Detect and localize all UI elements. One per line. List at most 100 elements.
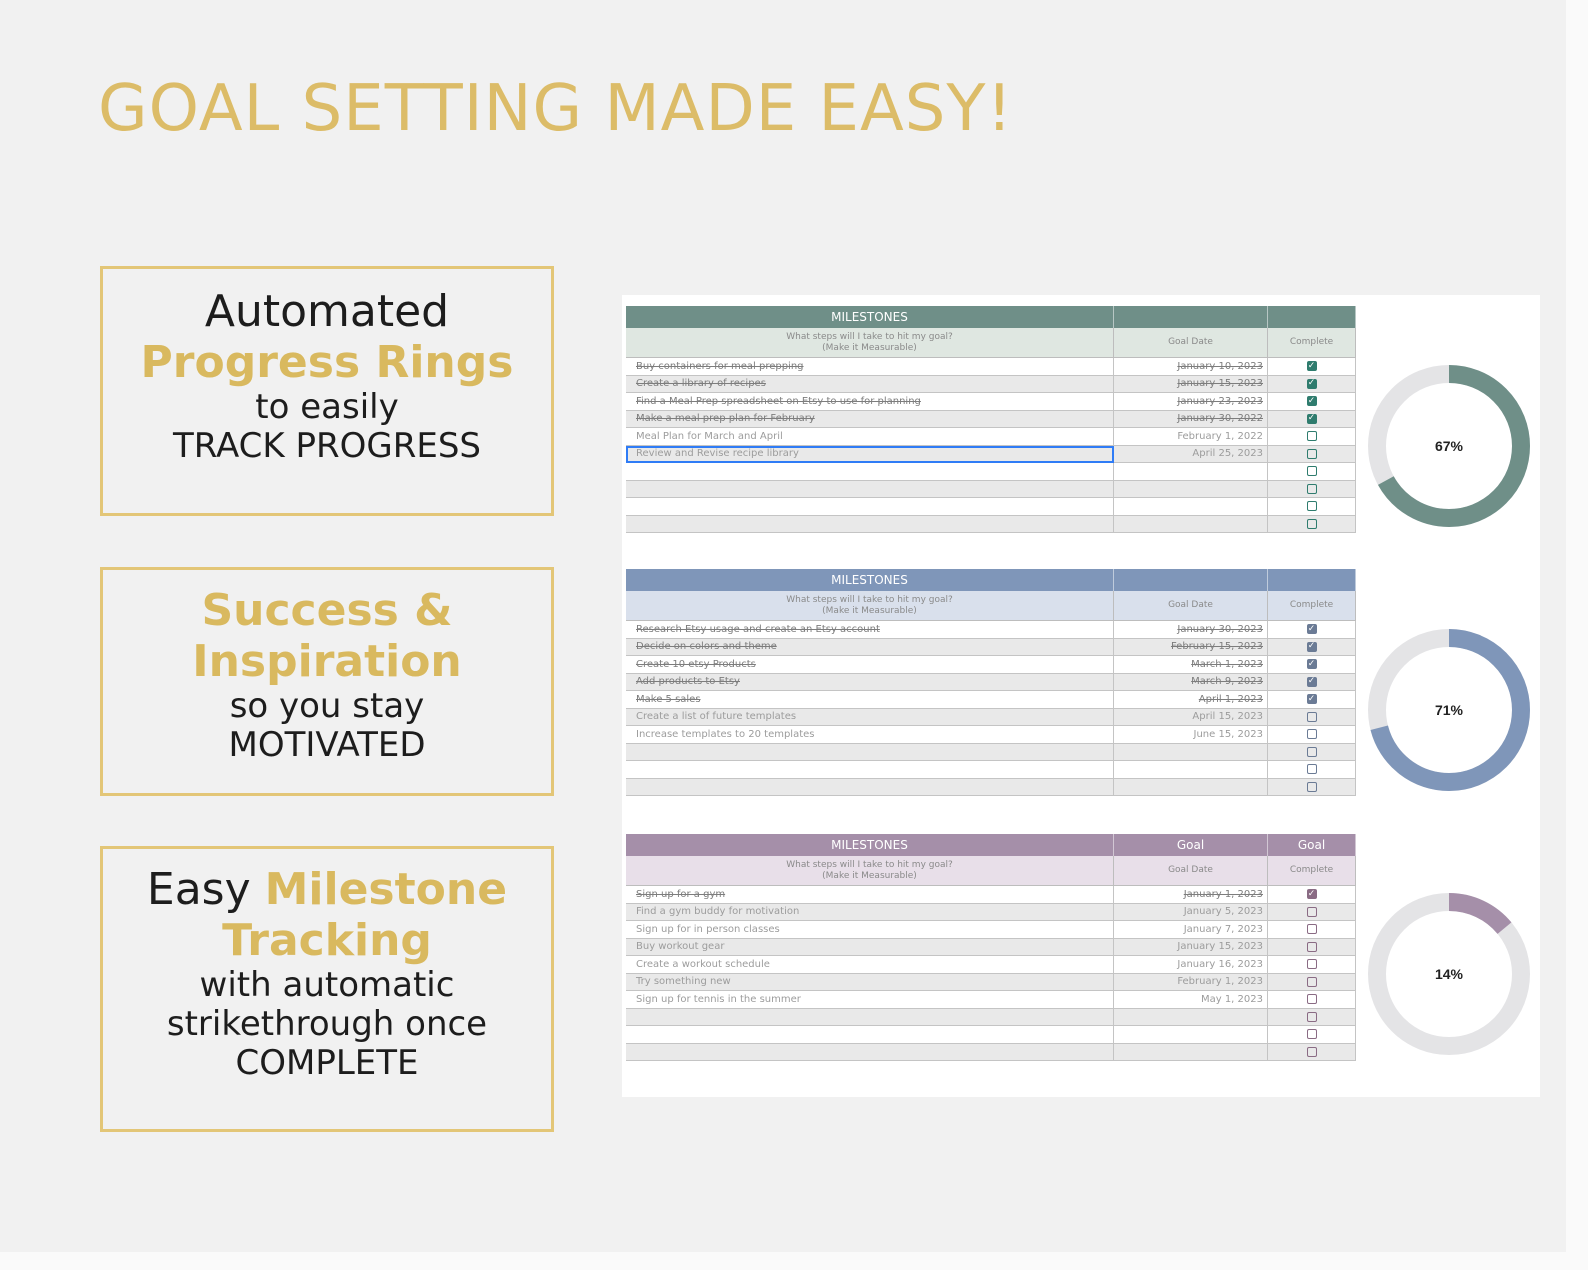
goal-date-cell[interactable] (1114, 463, 1268, 481)
checkbox-checked[interactable]: ✓ (1306, 658, 1317, 670)
goal-date-cell[interactable]: January 23, 2023 (1114, 393, 1268, 411)
milestone-cell[interactable]: Buy containers for meal prepping (626, 358, 1114, 376)
checkbox-unchecked[interactable] (1306, 924, 1317, 935)
checkbox-checked[interactable]: ✓ (1306, 641, 1317, 652)
goal-date-cell[interactable] (1114, 1026, 1268, 1044)
milestone-cell[interactable] (626, 1008, 1114, 1026)
checkbox-unchecked[interactable] (1306, 466, 1317, 477)
checkbox-unchecked[interactable] (1306, 959, 1317, 970)
goal-date-cell[interactable]: January 7, 2023 (1114, 921, 1268, 939)
checkbox-checked[interactable]: ✓ (1306, 413, 1317, 424)
milestone-cell[interactable]: Review and Revise recipe library (626, 445, 1114, 463)
goal-date-cell[interactable]: January 1, 2023 (1114, 886, 1268, 904)
complete-cell[interactable]: ✓ (1268, 358, 1356, 376)
milestone-cell[interactable] (626, 480, 1114, 498)
complete-cell[interactable] (1268, 1008, 1356, 1026)
complete-cell[interactable] (1268, 1026, 1356, 1044)
milestone-cell[interactable] (626, 515, 1114, 533)
checkbox-checked[interactable]: ✓ (1306, 378, 1317, 389)
milestone-cell[interactable] (626, 778, 1114, 796)
goal-date-cell[interactable]: January 16, 2023 (1114, 956, 1268, 974)
complete-cell[interactable] (1268, 743, 1356, 761)
milestone-cell[interactable]: Sign up for tennis in the summer (626, 991, 1114, 1009)
checkbox-unchecked[interactable] (1306, 994, 1317, 1005)
goal-date-cell[interactable] (1114, 743, 1268, 761)
checkbox-unchecked[interactable] (1306, 1046, 1317, 1057)
checkbox-unchecked[interactable] (1306, 483, 1317, 494)
complete-cell[interactable]: ✓ (1268, 638, 1356, 656)
milestone-cell[interactable]: Create a list of future templates (626, 708, 1114, 726)
milestone-cell[interactable]: Create a library of recipes (626, 375, 1114, 393)
goal-date-cell[interactable] (1114, 515, 1268, 533)
goal-date-cell[interactable]: June 15, 2023 (1114, 726, 1268, 744)
complete-cell[interactable] (1268, 1043, 1356, 1061)
milestone-cell[interactable]: Add products to Etsy (626, 673, 1114, 691)
complete-cell[interactable]: ✓ (1268, 393, 1356, 411)
milestone-cell[interactable]: Buy workout gear (626, 938, 1114, 956)
goal-date-cell[interactable] (1114, 1008, 1268, 1026)
complete-cell[interactable]: ✓ (1268, 410, 1356, 428)
complete-cell[interactable]: ✓ (1268, 886, 1356, 904)
checkbox-unchecked[interactable] (1306, 729, 1317, 740)
checkbox-unchecked[interactable] (1306, 976, 1317, 987)
goal-date-cell[interactable]: February 15, 2023 (1114, 638, 1268, 656)
checkbox-unchecked[interactable] (1306, 431, 1317, 442)
checkbox-unchecked[interactable] (1306, 501, 1317, 512)
milestone-cell[interactable]: Increase templates to 20 templates (626, 726, 1114, 744)
goal-date-cell[interactable]: May 1, 2023 (1114, 991, 1268, 1009)
goal-date-cell[interactable] (1114, 1043, 1268, 1061)
goal-date-cell[interactable]: January 10, 2023 (1114, 358, 1268, 376)
milestone-cell[interactable]: Create a workout schedule (626, 956, 1114, 974)
goal-date-cell[interactable]: February 1, 2023 (1114, 973, 1268, 991)
milestone-cell[interactable] (626, 463, 1114, 481)
milestone-cell[interactable]: Make a meal prep plan for February (626, 410, 1114, 428)
complete-cell[interactable] (1268, 778, 1356, 796)
checkbox-unchecked[interactable] (1306, 518, 1317, 529)
goal-date-cell[interactable]: April 15, 2023 (1114, 708, 1268, 726)
checkbox-unchecked[interactable] (1306, 941, 1317, 952)
milestone-cell[interactable]: Find a Meal Prep spreadsheet on Etsy to … (626, 393, 1114, 411)
goal-date-cell[interactable]: March 1, 2023 (1114, 656, 1268, 674)
checkbox-checked[interactable]: ✓ (1306, 693, 1317, 705)
milestone-cell[interactable]: Decide on colors and theme (626, 638, 1114, 656)
goal-date-cell[interactable] (1114, 480, 1268, 498)
checkbox-unchecked[interactable] (1306, 764, 1317, 775)
complete-cell[interactable] (1268, 463, 1356, 481)
goal-date-cell[interactable]: January 5, 2023 (1114, 903, 1268, 921)
goal-date-cell[interactable]: March 9, 2023 (1114, 673, 1268, 691)
milestone-cell[interactable] (626, 1026, 1114, 1044)
milestone-cell[interactable] (626, 761, 1114, 779)
complete-cell[interactable]: ✓ (1268, 673, 1356, 691)
goal-date-cell[interactable] (1114, 778, 1268, 796)
milestone-cell[interactable]: Find a gym buddy for motivation (626, 903, 1114, 921)
checkbox-unchecked[interactable] (1306, 711, 1317, 722)
milestone-cell[interactable] (626, 743, 1114, 761)
complete-cell[interactable]: ✓ (1268, 375, 1356, 393)
complete-cell[interactable] (1268, 761, 1356, 779)
checkbox-unchecked[interactable] (1306, 1011, 1317, 1022)
milestone-cell[interactable]: Meal Plan for March and April (626, 428, 1114, 446)
goal-date-cell[interactable]: April 1, 2023 (1114, 691, 1268, 709)
complete-cell[interactable] (1268, 938, 1356, 956)
checkbox-checked[interactable]: ✓ (1306, 360, 1317, 372)
complete-cell[interactable] (1268, 726, 1356, 744)
milestone-cell[interactable] (626, 1043, 1114, 1061)
goal-date-cell[interactable]: January 30, 2022 (1114, 410, 1268, 428)
milestone-cell[interactable]: Sign up for in person classes (626, 921, 1114, 939)
complete-cell[interactable] (1268, 921, 1356, 939)
milestone-cell[interactable]: Try something new (626, 973, 1114, 991)
milestone-cell[interactable]: Create 10 etsy Products (626, 656, 1114, 674)
checkbox-checked[interactable]: ✓ (1306, 888, 1317, 900)
complete-cell[interactable]: ✓ (1268, 691, 1356, 709)
checkbox-unchecked[interactable] (1306, 746, 1317, 757)
goal-date-cell[interactable] (1114, 498, 1268, 516)
complete-cell[interactable] (1268, 903, 1356, 921)
goal-date-cell[interactable]: January 30, 2023 (1114, 621, 1268, 639)
complete-cell[interactable]: ✓ (1268, 656, 1356, 674)
goal-date-cell[interactable]: April 25, 2023 (1114, 445, 1268, 463)
complete-cell[interactable] (1268, 708, 1356, 726)
complete-cell[interactable] (1268, 515, 1356, 533)
checkbox-unchecked[interactable] (1306, 448, 1317, 459)
checkbox-checked[interactable]: ✓ (1306, 395, 1317, 407)
complete-cell[interactable] (1268, 956, 1356, 974)
